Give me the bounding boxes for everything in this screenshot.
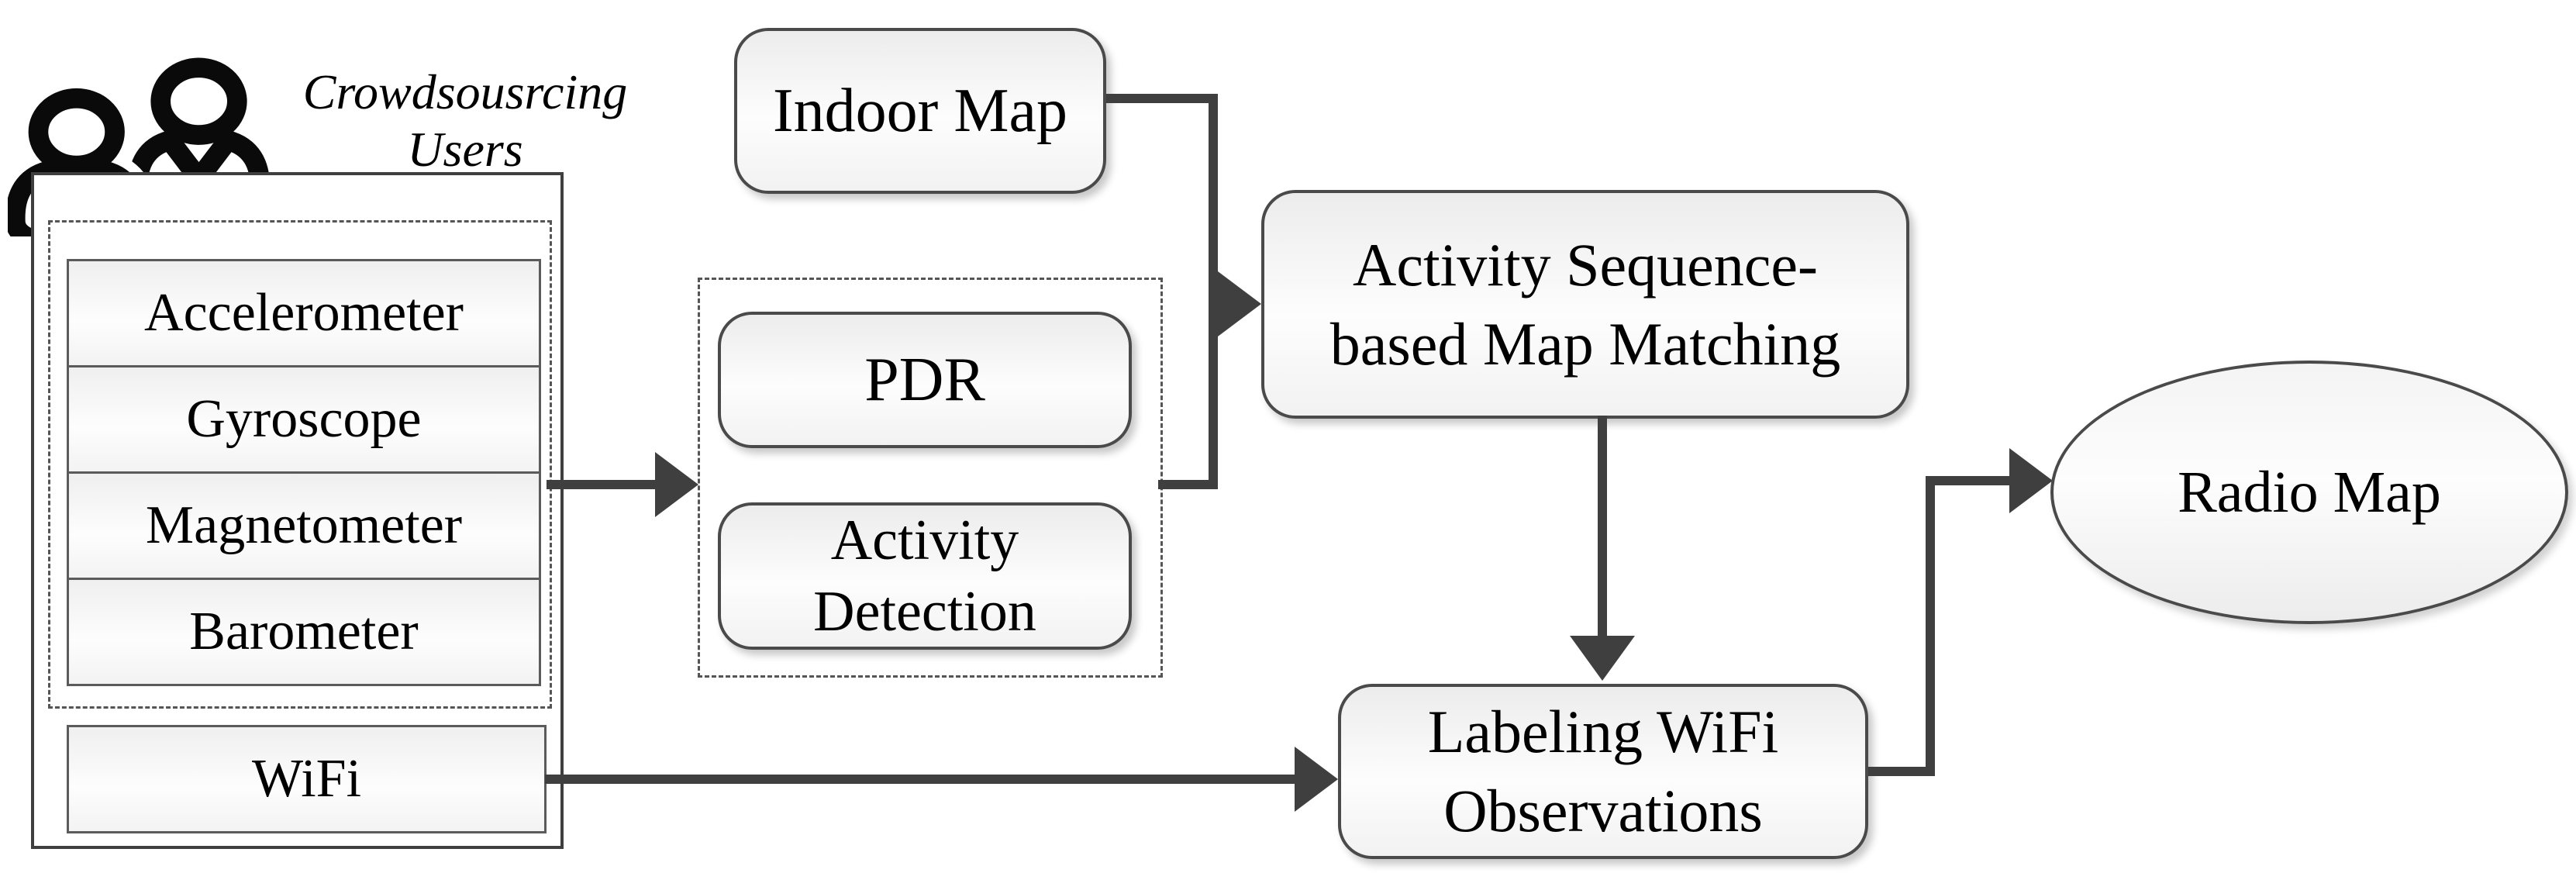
pdr-label: PDR [864,345,985,414]
connector-labeling-up [1926,476,1935,776]
sensor-box-magnetometer: Magnetometer [67,471,541,580]
connector-indoor-map-out [1106,94,1218,103]
labeling-wifi-box: Labeling WiFi Observations [1338,684,1868,859]
arrowhead-to-radio-map [2009,448,2053,513]
arrowhead-matching-to-labeling [1570,636,1635,681]
sensor-box-wifi: WiFi [67,725,547,833]
crowdsourcing-users-line2: Users [407,122,523,177]
connector-matching-to-labeling [1598,416,1607,637]
labeling-wifi-line2: Observations [1443,777,1763,844]
barometer-label: Barometer [189,602,419,661]
sensor-box-barometer: Barometer [67,578,541,686]
crowdsourcing-users-label: Crowdsousrcing Users [271,64,659,178]
activity-detection-line2: Detection [813,580,1036,644]
wifi-label: WiFi [251,749,362,809]
accelerometer-label: Accelerometer [144,283,464,343]
sensor-box-gyroscope: Gyroscope [67,365,541,474]
indoor-map-label: Indoor Map [773,76,1067,145]
radio-map-ellipse: Radio Map [2050,361,2568,624]
motion-sensors-group [48,220,552,709]
arrowhead-sensors-to-pdr [655,452,698,517]
map-matching-line1: Activity Sequence- [1353,230,1818,298]
magnetometer-label: Magnetometer [145,495,463,555]
connector-wifi-to-labeling [545,775,1295,784]
map-matching-box: Activity Sequence- based Map Matching [1261,190,1909,419]
pdr-activity-group [698,278,1163,678]
map-matching-line2: based Map Matching [1329,309,1841,378]
connector-labeling-out [1868,767,1935,776]
sensor-box-accelerometer: Accelerometer [67,259,541,367]
radio-map-label: Radio Map [2178,459,2441,525]
arrowhead-wifi-to-labeling [1295,747,1338,812]
pdr-box: PDR [718,312,1132,448]
connector-to-radio-map [1926,476,2011,485]
indoor-map-box: Indoor Map [734,28,1106,194]
connector-pdr-out [1158,480,1218,489]
arrowhead-to-map-matching [1218,271,1261,336]
activity-detection-line1: Activity [830,509,1019,572]
labeling-wifi-line1: Labeling WiFi [1427,698,1779,765]
gyroscope-label: Gyroscope [186,389,422,449]
connector-merge-vertical [1209,94,1218,489]
crowdsourcing-users-line1: Crowdsousrcing [302,64,628,119]
activity-detection-box: Activity Detection [718,502,1132,650]
connector-sensors-to-pdr [547,480,659,489]
